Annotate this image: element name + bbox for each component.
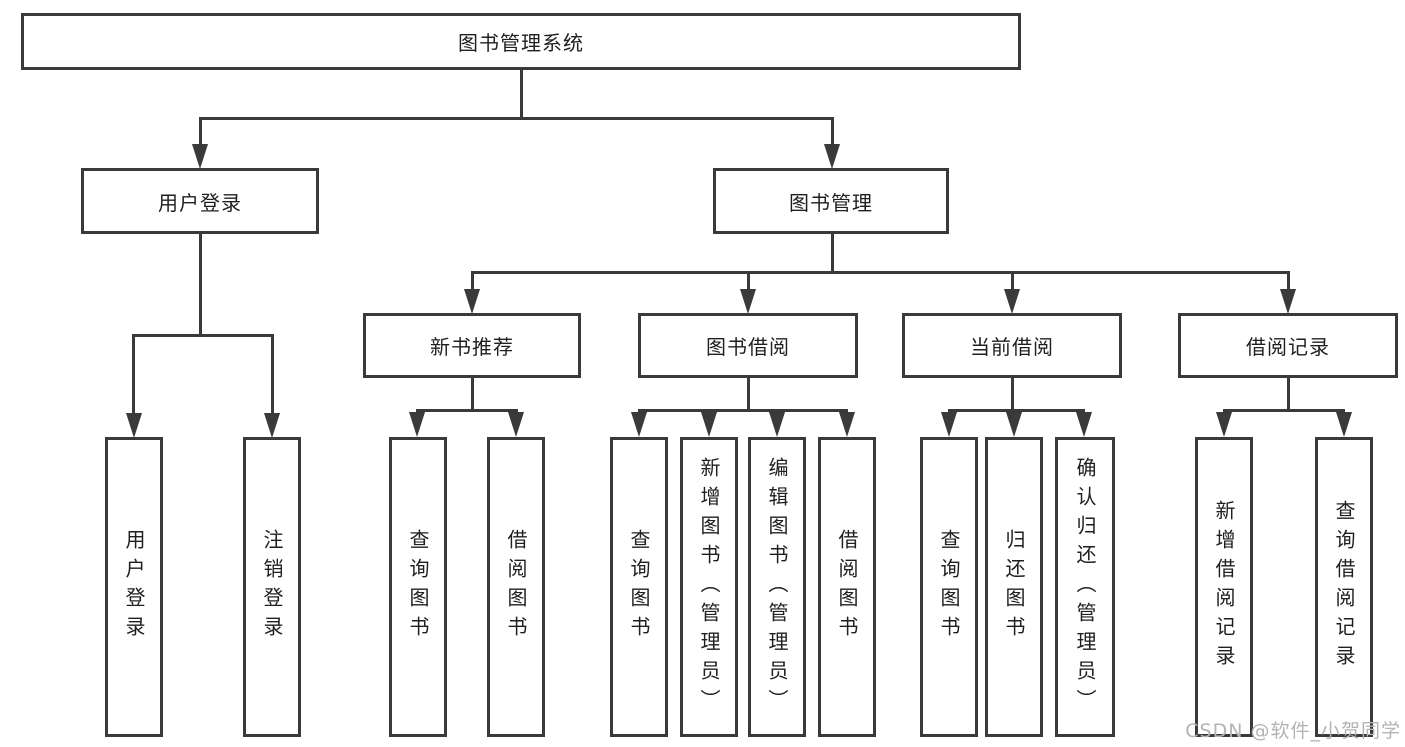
connector-line xyxy=(1287,378,1290,411)
connector-line xyxy=(1011,378,1014,411)
leaf-query-books-recommend: 查询图书 xyxy=(389,437,447,737)
arrow-down-icon xyxy=(1004,289,1020,314)
leaf-borrow-books-recommend: 借阅图书 xyxy=(487,437,545,737)
node-label: 新增借阅记录 xyxy=(1212,500,1236,674)
leaf-query-books-borrowing: 查询图书 xyxy=(610,437,668,737)
arrow-down-icon xyxy=(1076,412,1092,437)
connector-line xyxy=(520,70,523,118)
connector-line xyxy=(1011,271,1014,291)
connector-line xyxy=(831,234,834,274)
node-label: 编辑图书（管理员） xyxy=(765,456,789,718)
connector-line xyxy=(747,271,750,291)
connector-line xyxy=(271,334,274,415)
node-label: 借阅图书 xyxy=(504,529,528,645)
node-book-borrowing: 图书借阅 xyxy=(638,313,858,378)
arrow-down-icon xyxy=(769,412,785,437)
node-new-book-recommend: 新书推荐 xyxy=(363,313,581,378)
node-root-library-system: 图书管理系统 xyxy=(21,13,1021,70)
node-label: 图书借阅 xyxy=(706,335,790,359)
arrow-down-icon xyxy=(839,412,855,437)
node-label: 借阅图书 xyxy=(835,529,859,645)
node-label: 归还图书 xyxy=(1002,529,1026,645)
node-label: 图书管理 xyxy=(789,190,873,215)
node-current-borrowing: 当前借阅 xyxy=(902,313,1122,378)
connector-line xyxy=(948,409,1085,412)
connector-line xyxy=(199,234,202,335)
arrow-down-icon xyxy=(824,144,840,169)
node-label: 新书推荐 xyxy=(430,335,514,359)
node-label: 查询借阅记录 xyxy=(1332,500,1356,674)
csdn-watermark: CSDN @软件_小贺同学 xyxy=(1185,720,1401,742)
connector-line xyxy=(199,117,202,148)
arrow-down-icon xyxy=(126,413,142,438)
connector-line xyxy=(471,271,1289,274)
connector-line xyxy=(471,271,474,291)
node-label: 查询图书 xyxy=(937,529,961,645)
connector-line xyxy=(199,117,833,120)
connector-line xyxy=(831,117,834,148)
leaf-add-books-admin: 新增图书（管理员） xyxy=(680,437,738,737)
leaf-logout: 注销登录 xyxy=(243,437,301,737)
arrow-down-icon xyxy=(1336,412,1352,437)
connector-line xyxy=(132,334,135,415)
leaf-edit-books-admin: 编辑图书（管理员） xyxy=(748,437,806,737)
arrow-down-icon xyxy=(941,412,957,437)
leaf-query-borrow-record: 查询借阅记录 xyxy=(1315,437,1373,737)
connector-line xyxy=(747,378,750,411)
node-user-login-branch: 用户登录 xyxy=(81,168,319,234)
connector-line xyxy=(638,409,848,412)
arrow-down-icon xyxy=(264,413,280,438)
arrow-down-icon xyxy=(1216,412,1232,437)
leaf-borrow-books: 借阅图书 xyxy=(818,437,876,737)
arrow-down-icon xyxy=(192,144,208,169)
arrow-down-icon xyxy=(701,412,717,437)
leaf-user-login: 用户登录 xyxy=(105,437,163,737)
node-label: 借阅记录 xyxy=(1246,335,1330,359)
arrow-down-icon xyxy=(740,289,756,314)
node-label: 确认归还（管理员） xyxy=(1073,456,1097,718)
leaf-confirm-return-admin: 确认归还（管理员） xyxy=(1055,437,1115,737)
arrow-down-icon xyxy=(1006,412,1022,437)
node-label: 查询图书 xyxy=(406,529,430,645)
node-label: 用户登录 xyxy=(158,190,242,215)
connector-line xyxy=(1287,271,1290,291)
arrow-down-icon xyxy=(508,412,524,437)
connector-line xyxy=(471,378,474,411)
node-label: 注销登录 xyxy=(260,529,284,645)
node-label: 当前借阅 xyxy=(970,335,1054,359)
leaf-query-books-current: 查询图书 xyxy=(920,437,978,737)
arrow-down-icon xyxy=(464,289,480,314)
connector-line xyxy=(416,409,518,412)
connector-line xyxy=(133,334,273,337)
node-label: 图书管理系统 xyxy=(458,31,584,55)
node-label: 用户登录 xyxy=(122,529,146,645)
node-book-management-branch: 图书管理 xyxy=(713,168,949,234)
arrow-down-icon xyxy=(409,412,425,437)
node-label: 新增图书（管理员） xyxy=(697,456,721,718)
node-borrowing-records: 借阅记录 xyxy=(1178,313,1398,378)
arrow-down-icon xyxy=(631,412,647,437)
leaf-add-borrow-record: 新增借阅记录 xyxy=(1195,437,1253,737)
connector-line xyxy=(1223,409,1345,412)
arrow-down-icon xyxy=(1280,289,1296,314)
leaf-return-books: 归还图书 xyxy=(985,437,1043,737)
node-label: 查询图书 xyxy=(627,529,651,645)
